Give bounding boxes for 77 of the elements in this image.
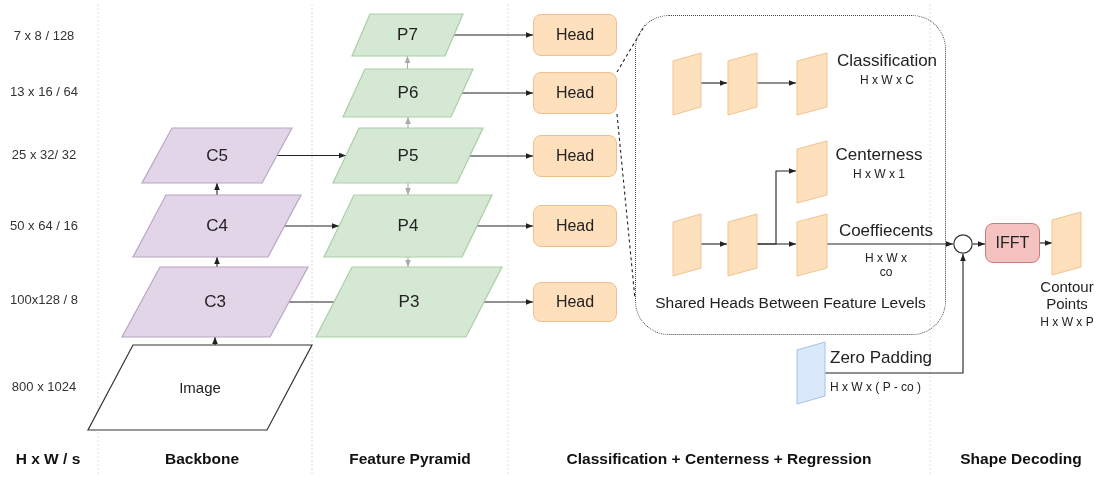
node-label: P4 [397,216,419,236]
arrow [972,241,986,247]
scale-label: 800 x 1024 [10,379,78,394]
head-box [533,72,617,114]
node-label: Head [555,293,595,311]
sum-circle [953,234,973,254]
feature-map [673,214,701,276]
node-label: P3 [398,292,420,312]
head-box [533,135,617,177]
ifft-box [985,223,1040,263]
feature-map [797,214,827,276]
node-label: Head [555,84,595,102]
arrow [214,182,220,196]
output-name: Centerness [835,145,923,165]
feature-map [797,141,827,203]
backbone-feature-map [122,267,308,337]
node-label: C5 [206,145,228,166]
scale-label: 50 x 64 / 16 [9,218,79,233]
node-label: Head [555,147,595,165]
scale-label: 13 x 16 / 64 [9,84,79,99]
tensor-shape-label: H x W x P [1040,314,1094,329]
arrow [461,90,534,96]
node-label: P6 [397,83,419,103]
feature-map [728,214,757,276]
arrow [405,116,411,129]
node-label: P5 [397,145,419,166]
output-name: Classification [836,51,938,71]
tensor-shape-label: H x W x ( P - co ) [830,379,922,394]
node-label: Head [555,26,595,44]
head-box [533,282,617,322]
tensor-shape-label: H x W x co [864,250,908,280]
pyramid-feature-map [343,69,473,117]
arrow [404,55,411,70]
feature-map [797,53,827,115]
output-name: Coeffiecents [838,221,934,241]
arrow [483,299,534,305]
column-heading: Feature Pyramid [348,450,472,468]
panel-caption: Shared Heads Between Feature Levels [654,294,927,312]
column-heading: Shape Decoding [959,450,1083,468]
output-name: Zero Padding [830,348,933,368]
zero-padding-map [797,342,825,404]
feature-map [673,53,701,115]
node-label: Image [179,379,221,396]
node-label: C3 [204,292,226,312]
output-name: Contour Points [1039,278,1095,313]
node-label: P7 [397,25,418,45]
node-label: C4 [206,216,228,236]
backbone-feature-map [142,128,292,183]
column-heading: Backbone [163,450,241,468]
column-heading: Classification + Centerness + Regression [565,450,873,468]
scale-label: 25 x 32/ 32 [10,147,78,162]
pyramid-feature-map [333,128,483,183]
tensor-shape-label: H x W x C [860,72,914,87]
pyramid-feature-map [316,267,502,337]
backbone-feature-map [133,195,301,257]
arrow [405,182,411,196]
arrow [405,256,411,268]
node-label: Head [555,217,595,235]
pyramid-feature-map [324,195,492,257]
feature-map [1052,212,1081,275]
arrow [1039,240,1053,246]
tensor-shape-label: H x W x 1 [853,166,905,181]
connector-line [288,301,335,303]
arrow [214,256,220,268]
node-label: IFFT [995,234,1030,252]
input-image-box [88,345,312,430]
arrow [212,336,218,346]
arrow [453,32,534,38]
pyramid-feature-map [352,14,463,56]
arrow [476,223,534,229]
feature-map [728,53,757,115]
head-box [533,14,617,56]
scale-label: 100x128 / 8 [9,292,79,307]
scale-label: 7 x 8 / 128 [12,28,76,43]
arrow [824,253,966,374]
column-heading: H x W / s [14,450,82,468]
head-box [533,205,617,247]
